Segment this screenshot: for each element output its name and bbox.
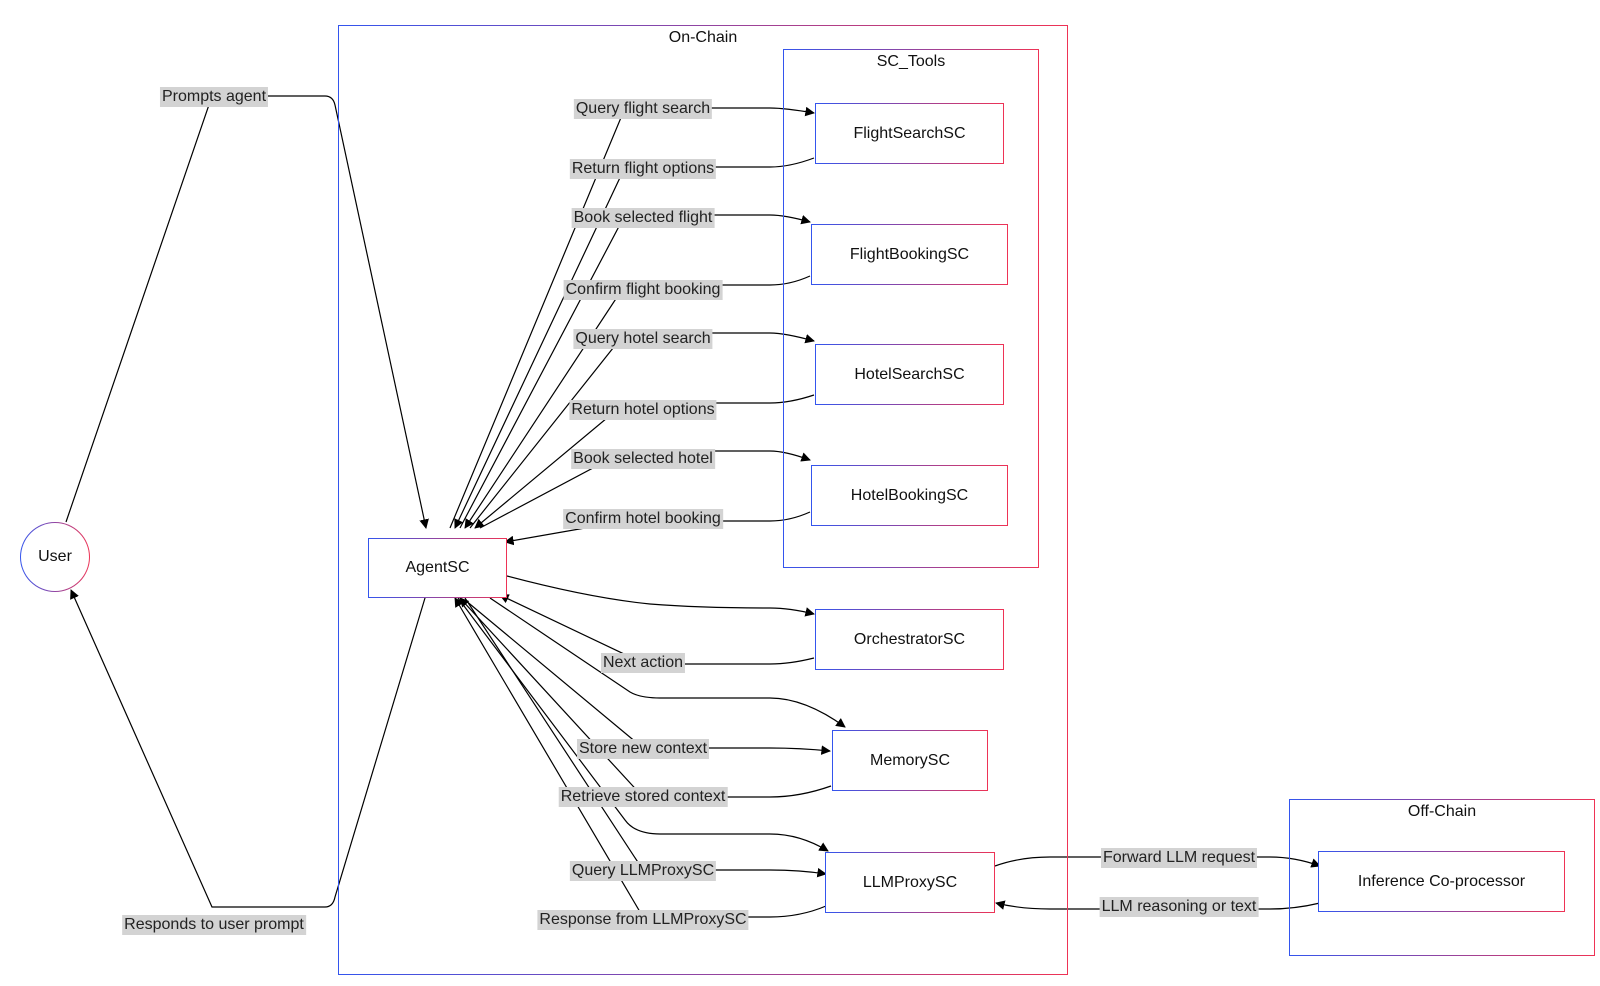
node-label: FlightSearchSC xyxy=(853,124,966,142)
edge-label-book-hotel: Book selected hotel xyxy=(571,449,715,469)
edge-label-prompts-agent: Prompts agent xyxy=(159,87,269,107)
edge-label-return-hotel: Return hotel options xyxy=(569,400,717,420)
node-inference-coprocessor[interactable]: Inference Co-processor xyxy=(1318,851,1565,912)
node-flightbookingsc[interactable]: FlightBookingSC xyxy=(811,224,1008,285)
subgraph-title: Off-Chain xyxy=(1407,803,1477,820)
node-label: User xyxy=(38,548,72,565)
node-label: FlightBookingSC xyxy=(849,245,970,263)
edge-label-next-action: Next action xyxy=(600,653,686,673)
node-agentsc[interactable]: AgentSC xyxy=(368,538,507,598)
edge-label-query-llm: Query LLMProxySC xyxy=(569,861,717,881)
edge-label-llm-reasoning: LLM reasoning or text xyxy=(1099,897,1259,917)
edge-label-confirm-hotel: Confirm hotel booking xyxy=(563,509,723,529)
node-hotelbookingsc[interactable]: HotelBookingSC xyxy=(811,465,1008,526)
edge-label-return-flight: Return flight options xyxy=(569,159,717,179)
edge-label-response-llm: Response from LLMProxySC xyxy=(537,910,749,930)
edge-label-query-flight: Query flight search xyxy=(573,99,713,119)
edge-prompts-agent xyxy=(65,95,429,529)
node-hotelsearchsc[interactable]: HotelSearchSC xyxy=(815,344,1004,405)
node-label: OrchestratorSC xyxy=(853,630,966,648)
node-label: LLMProxySC xyxy=(862,873,958,891)
edge-label-responds: Responds to user prompt xyxy=(122,915,306,935)
node-llmproxysc[interactable]: LLMProxySC xyxy=(825,852,995,913)
edge-label-forward-llm: Forward LLM request xyxy=(1100,848,1258,868)
node-label: AgentSC xyxy=(405,559,470,576)
node-label: HotelBookingSC xyxy=(850,486,969,504)
edge-label-query-hotel: Query hotel search xyxy=(573,329,713,349)
edge-responds xyxy=(70,587,429,908)
edge-label-book-flight: Book selected flight xyxy=(571,208,715,228)
node-flightsearchsc[interactable]: FlightSearchSC xyxy=(815,103,1004,164)
subgraph-title: SC_Tools xyxy=(876,53,946,70)
node-label: MemorySC xyxy=(869,751,950,769)
edge-label-retrieve-context: Retrieve stored context xyxy=(558,787,728,807)
subgraph-title: On-Chain xyxy=(668,29,738,46)
edge-label-confirm-flight: Confirm flight booking xyxy=(563,280,723,300)
node-orchestratorsc[interactable]: OrchestratorSC xyxy=(815,609,1004,670)
node-user[interactable]: User xyxy=(20,522,90,592)
node-memorysc[interactable]: MemorySC xyxy=(832,730,988,791)
node-label: HotelSearchSC xyxy=(854,365,965,383)
node-label: Inference Co-processor xyxy=(1357,872,1526,890)
edge-label-store-context: Store new context xyxy=(576,739,710,759)
